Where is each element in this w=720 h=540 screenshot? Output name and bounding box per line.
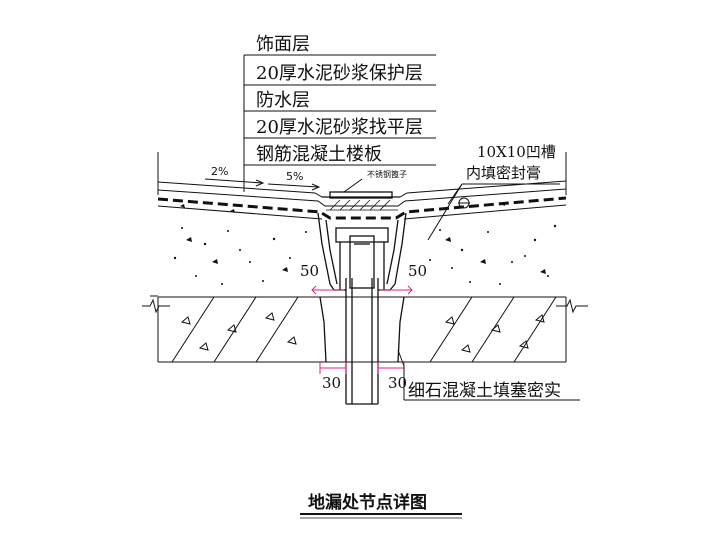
- drain-body: [317, 191, 407, 405]
- layer-label-3: 防水层: [256, 90, 310, 111]
- fine-concrete-leader: [397, 349, 580, 401]
- layer-label-5: 钢筋混凝土楼板: [256, 144, 382, 165]
- slab-concrete-hatch: [173, 202, 557, 285]
- slope-center-label: 5%: [286, 170, 303, 183]
- fine-concrete-callout: 细石混凝土填塞密实: [408, 381, 561, 401]
- layer-label-1: 饰面层: [256, 34, 310, 55]
- dimension-right-50: 50: [408, 262, 427, 280]
- layer-label-2: 20厚水泥砂浆保护层: [256, 63, 423, 84]
- stainless-grate-label: 不锈钢篦子: [367, 169, 407, 179]
- dimension-left-30: 30: [322, 374, 341, 392]
- grate-hatch: [326, 199, 398, 211]
- dimension-left-50: 50: [300, 262, 319, 280]
- slope-arrows: [204, 178, 321, 191]
- layer-label-4: 20厚水泥砂浆找平层: [256, 117, 423, 138]
- slope-left-label: 2%: [211, 165, 228, 178]
- callout-leaders: [427, 183, 560, 241]
- drawing-title: 地漏处节点详图: [308, 492, 427, 513]
- layer-label-table: [243, 54, 436, 192]
- grate-leader: [343, 178, 363, 193]
- beam-hatch: [171, 296, 557, 363]
- groove-callout: 10X10凹槽: [477, 143, 556, 161]
- sealant-callout: 内填密封膏: [466, 164, 541, 182]
- section-outline: [142, 152, 588, 363]
- sealant-symbol: [458, 197, 470, 209]
- dimension-lines: [311, 285, 413, 374]
- dimension-right-30: 30: [388, 374, 407, 392]
